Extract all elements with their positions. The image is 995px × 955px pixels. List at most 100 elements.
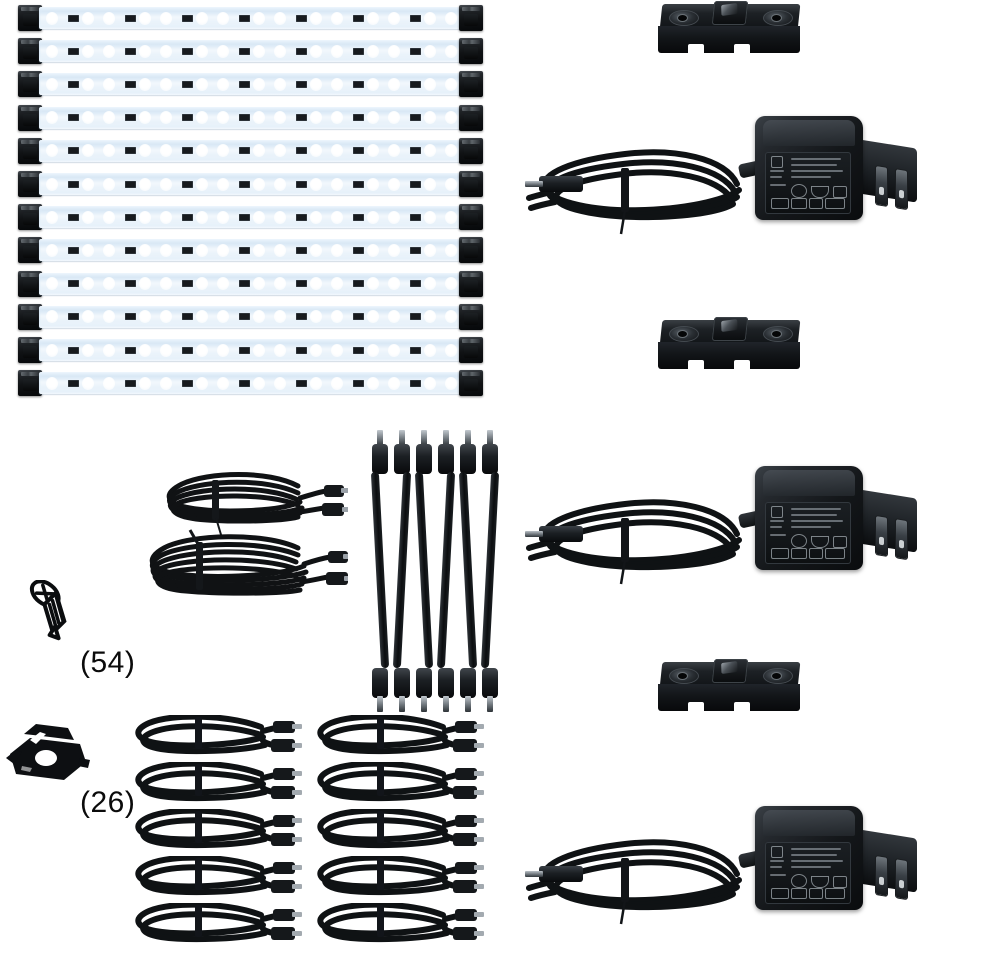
led-dot [367, 277, 379, 291]
strip-end-cap-right [459, 370, 483, 397]
led-dot [196, 376, 208, 390]
led-dot [103, 210, 115, 224]
led-dot [367, 111, 379, 125]
led-row [39, 273, 462, 295]
resistor-chip [296, 80, 307, 88]
led-dot [46, 310, 58, 324]
rocker-switch-icon [711, 317, 749, 341]
adapter-rating-label [765, 842, 851, 904]
led-dot [253, 77, 265, 91]
led-dot [82, 77, 94, 91]
led-dot [139, 44, 151, 58]
resistor-chip [410, 213, 421, 221]
strip-end-cap-right [459, 337, 483, 363]
led-dot [388, 11, 400, 25]
led-dot [424, 376, 436, 390]
led-dot [160, 376, 172, 390]
resistor-chip [182, 114, 193, 122]
led-dot [103, 177, 115, 191]
led-strip [18, 270, 483, 297]
led-row [39, 372, 462, 394]
led-dot [367, 11, 379, 25]
led-dot [274, 310, 286, 324]
looped-cable [133, 715, 308, 761]
led-strip [18, 204, 483, 231]
resistor-chip [125, 14, 136, 22]
strip-end-cap-right [459, 204, 483, 231]
jumper-pin-bottom [399, 696, 405, 712]
jumper-pin-bottom [421, 696, 427, 712]
mounting-clip-quantity-label: (26) [80, 786, 136, 819]
strip-body [39, 173, 462, 195]
led-strip [18, 38, 483, 65]
dc-barrel-plug [525, 176, 583, 192]
led-dot [82, 376, 94, 390]
led-dot [274, 111, 286, 125]
led-dot [160, 343, 172, 357]
strip-end-cap-left [18, 71, 42, 98]
led-dot [103, 44, 115, 58]
led-dot [445, 144, 457, 158]
led-dot [274, 277, 286, 291]
led-dot [388, 44, 400, 58]
led-dot [445, 277, 457, 291]
resistor-chip [68, 213, 79, 221]
resistor-chip [182, 379, 193, 387]
led-dot [253, 144, 265, 158]
resistor-chip [68, 14, 79, 22]
led-dot [331, 77, 343, 91]
led-dot [310, 343, 322, 357]
switch-box [655, 317, 805, 374]
resistor-chip [296, 14, 307, 22]
resistor-chip [68, 180, 79, 188]
jumper-connector-bottom [416, 668, 432, 698]
led-dot [445, 77, 457, 91]
resistor-chip [296, 47, 307, 55]
led-dot [274, 44, 286, 58]
resistor-chip [239, 147, 250, 155]
jumper-wire [436, 472, 456, 668]
led-dot [82, 111, 94, 125]
led-dot [82, 210, 94, 224]
led-dot [310, 77, 322, 91]
led-dot [196, 77, 208, 91]
led-dot [367, 77, 379, 91]
led-dot [46, 177, 58, 191]
jumper-pin-top [465, 430, 471, 446]
led-dot [367, 310, 379, 324]
strip-end-cap-left [18, 5, 42, 31]
led-dot [46, 44, 58, 58]
resistor-chip [125, 47, 136, 55]
led-dot [217, 44, 229, 58]
resistor-chip [410, 14, 421, 22]
resistor-chip [353, 80, 364, 88]
resistor-chip [353, 379, 364, 387]
led-dot [367, 343, 379, 357]
resistor-chip [296, 280, 307, 288]
resistor-chip [410, 47, 421, 55]
led-dot [196, 144, 208, 158]
strip-body [39, 40, 462, 63]
resistor-chip [239, 213, 250, 221]
resistor-chip [182, 313, 193, 321]
looped-cable [315, 809, 490, 855]
us-wall-prongs [859, 139, 917, 210]
looped-cable [133, 809, 308, 855]
led-row [39, 339, 462, 361]
led-dot [139, 310, 151, 324]
jumper-wire [480, 472, 500, 668]
led-dot [82, 144, 94, 158]
led-strip [18, 5, 483, 31]
resistor-chip [353, 114, 364, 122]
led-dot [331, 210, 343, 224]
led-dot [445, 310, 457, 324]
strip-body [39, 206, 462, 229]
led-dot [160, 44, 172, 58]
jumper-pin-top [399, 430, 405, 446]
led-dot [217, 77, 229, 91]
led-dot [46, 77, 58, 91]
rocker-switch-icon [711, 1, 749, 25]
led-dot [103, 144, 115, 158]
led-dot [274, 243, 286, 257]
led-dot [331, 11, 343, 25]
